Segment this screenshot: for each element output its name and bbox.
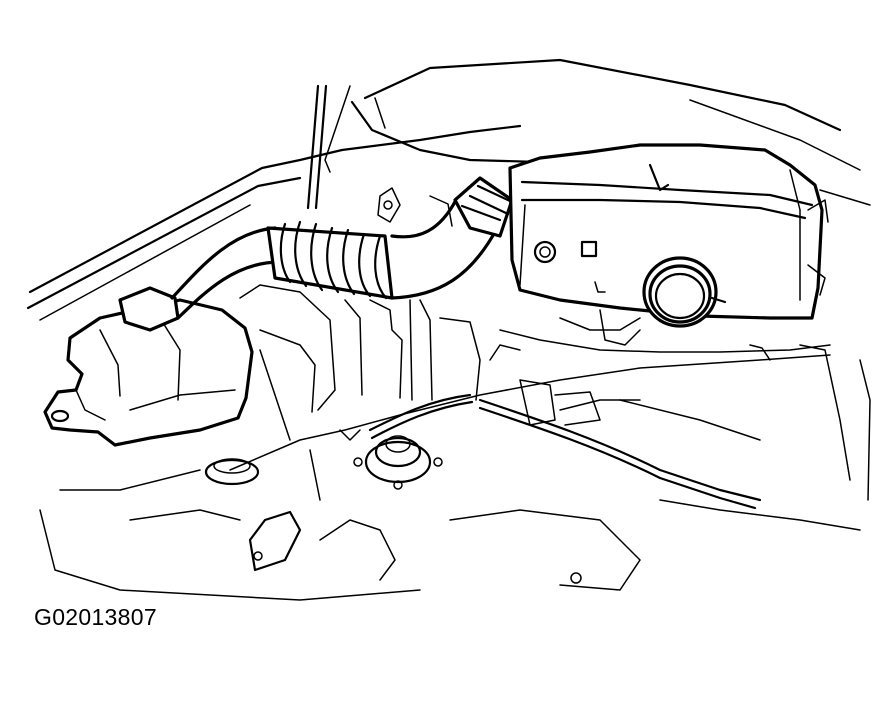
hood-prop-rod	[306, 84, 351, 210]
figure-code-label: G02013807	[34, 604, 157, 630]
engine-components	[39, 187, 871, 601]
air-cleaner-housing	[508, 143, 829, 328]
hood-outline	[26, 58, 871, 321]
intake-resonator	[43, 298, 254, 447]
intake-duct	[118, 176, 514, 332]
